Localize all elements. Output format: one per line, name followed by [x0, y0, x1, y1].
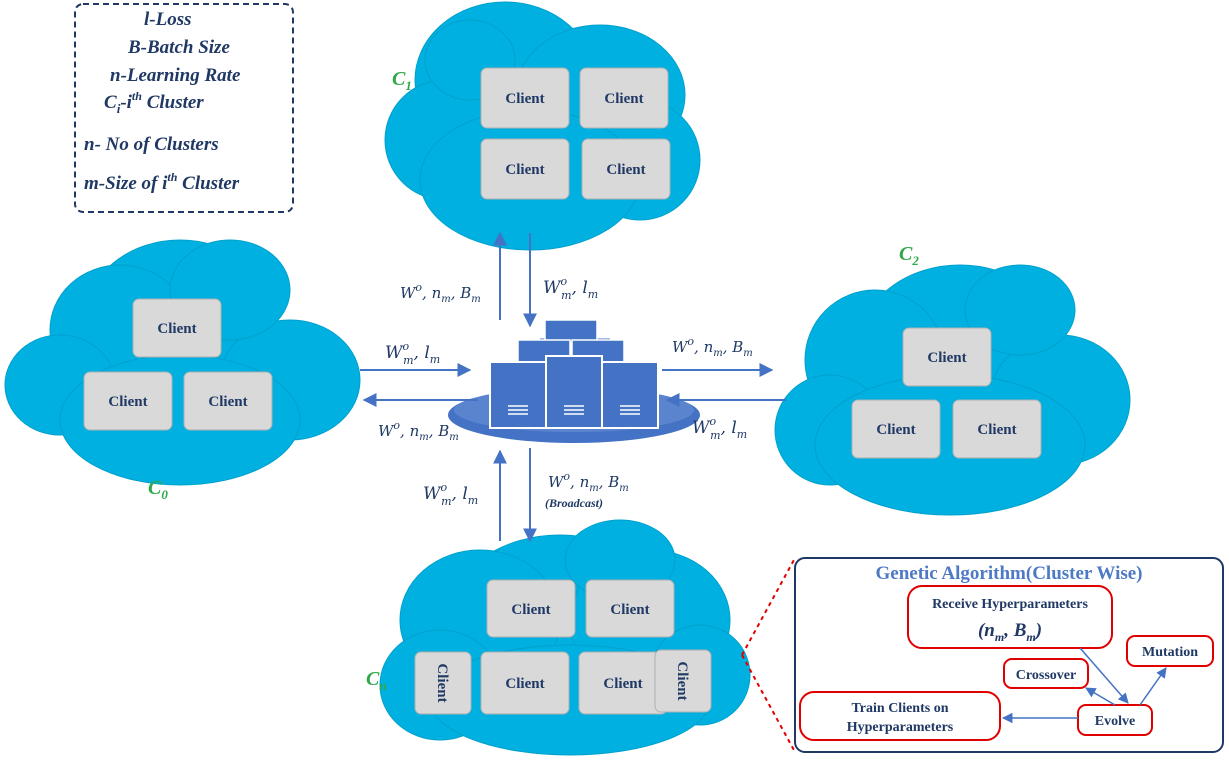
ga-receive-params: (nm, Bm) — [978, 620, 1042, 644]
ga-panel: Genetic Algorithm(Cluster Wise) Receive … — [794, 557, 1224, 753]
client-label: Client — [977, 422, 1016, 438]
client-label: Client — [927, 350, 966, 366]
ga-title: Genetic Algorithm(Cluster Wise) — [875, 563, 1142, 584]
arrows — [360, 231, 786, 543]
ga-node-train — [799, 691, 1001, 741]
label-broadcast-c1: Wo, nm, Bm — [400, 281, 481, 305]
label-broadcast-c0: Wo, nm, Bm — [378, 419, 459, 443]
cluster-label-cn: Cn — [366, 668, 387, 693]
clients-cn: Client Client Client Client Client Clien… — [414, 579, 712, 715]
ga-connector — [741, 557, 796, 753]
broadcast-label: (Broadcast) — [545, 496, 603, 510]
client-label: Client — [606, 162, 645, 178]
cluster-label-c2: C2 — [899, 243, 919, 268]
ga-node-receive — [907, 585, 1113, 649]
cloud-c0 — [4, 239, 361, 486]
client-label: Client — [505, 162, 544, 178]
ga-evolve-label: Evolve — [1095, 714, 1135, 729]
client-label: Client — [674, 661, 690, 700]
clients-c1: Client Client Client Client — [480, 67, 671, 200]
ga-node-mutation — [1126, 635, 1214, 667]
legend-cluster-size: m-Size of ith Cluster — [84, 170, 240, 194]
client-label: Client — [604, 91, 643, 107]
client-label: Client — [876, 422, 915, 438]
ga-crossover-label: Crossover — [1016, 668, 1076, 683]
ga-receive-label: Receive Hyperparameters — [932, 597, 1088, 612]
legend-no-of-clusters: n- No of Clusters — [84, 134, 219, 155]
legend-box — [74, 3, 294, 213]
client-label: Client — [610, 602, 649, 618]
cluster-label-c0: C0 — [148, 477, 168, 502]
ga-train-line1: Train Clients on — [852, 701, 949, 716]
clients-c2: Client Client Client — [851, 327, 1042, 459]
legend-batch-size: B-Batch Size — [127, 37, 230, 58]
client-label: Client — [108, 394, 147, 410]
client-label: Client — [505, 91, 544, 107]
legend-loss: l-Loss — [144, 9, 192, 30]
ga-train-line2: Hyperparameters — [847, 720, 954, 735]
clients-c0: Client Client Client — [83, 298, 273, 431]
client-label: Client — [603, 676, 642, 692]
client-label: Client — [157, 321, 196, 337]
client-label: Client — [208, 394, 247, 410]
cluster-label-c1: C1 — [392, 68, 412, 93]
legend-cluster: Ci-ith Cluster — [104, 89, 204, 116]
client-label: Client — [505, 676, 544, 692]
client-label: Client — [434, 663, 450, 702]
cloud-c2 — [774, 264, 1131, 516]
client-label: Client — [511, 602, 550, 618]
label-broadcast-c2: Wo, nm, Bm — [672, 335, 753, 359]
ga-mutation-label: Mutation — [1142, 645, 1198, 660]
label-broadcast-cn: Wo, nm, Bm — [548, 470, 629, 494]
ga-node-crossover — [1003, 658, 1089, 689]
server-icon — [448, 319, 700, 443]
legend-learning-rate: n-Learning Rate — [110, 65, 241, 86]
